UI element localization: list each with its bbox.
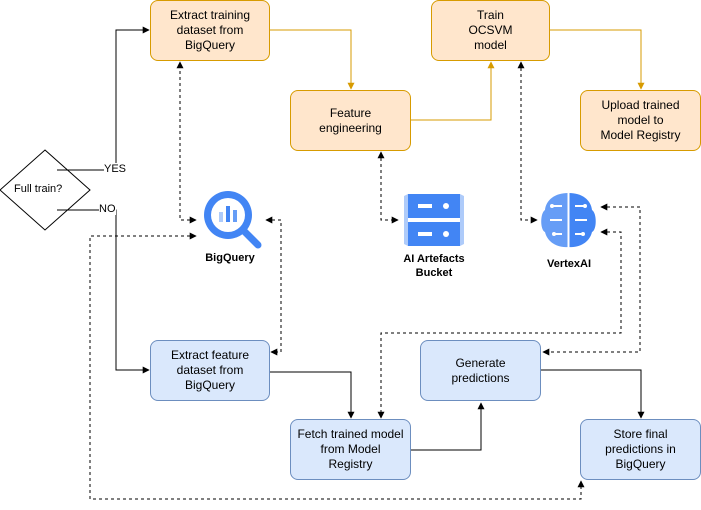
- feature-engineering-box: Feature engineering: [290, 90, 411, 151]
- extract-training-dataset-box: Extract training dataset from BigQuery: [150, 0, 270, 61]
- fetch-to-generate-connector: [411, 402, 485, 451]
- fetch-trained-model-box: Fetch trained model from Model Registry: [290, 419, 411, 480]
- upload-model-registry-box: Upload trained model to Model Registry: [580, 90, 701, 151]
- train-to-upload-connector: [550, 29, 645, 90]
- generate-to-store-connector: [541, 369, 645, 419]
- decision-label: Full train?: [14, 183, 63, 195]
- bigquery-extract-feature-link: [265, 216, 282, 356]
- bigquery-label: BigQuery: [205, 252, 255, 264]
- bigquery-icon: [204, 191, 262, 249]
- yes-branch-connector: [57, 26, 150, 171]
- train-vertexai-link: [517, 61, 538, 224]
- feature-bucket-link: [377, 151, 399, 224]
- feature-to-train-connector: [411, 61, 495, 121]
- no-label: NO: [99, 203, 116, 215]
- yes-label: YES: [104, 163, 127, 175]
- generate-predictions-box: Generate predictions: [420, 340, 541, 401]
- vertexai-fetch-link: [377, 228, 622, 419]
- bucket-label: AI Artefacts Bucket: [403, 253, 465, 279]
- extract-to-feature-connector: [270, 29, 355, 90]
- store-final-predictions-box: Store final predictions in BigQuery: [580, 419, 701, 480]
- storage-bucket-icon: [404, 194, 464, 246]
- vertexai-generate-link: [542, 203, 641, 356]
- no-branch-connector: [57, 209, 150, 374]
- train-ocsvm-model-box: Train OCSVM model: [431, 0, 550, 61]
- bigquery-extract-training-link: [176, 61, 197, 224]
- vertexai-icon: [541, 193, 596, 248]
- extract-feature-dataset-box: Extract feature dataset from BigQuery: [150, 340, 270, 401]
- vertexai-label: VertexAI: [546, 258, 592, 270]
- bigquery-store-link: [89, 232, 585, 500]
- extract-to-fetch-connector: [270, 371, 355, 419]
